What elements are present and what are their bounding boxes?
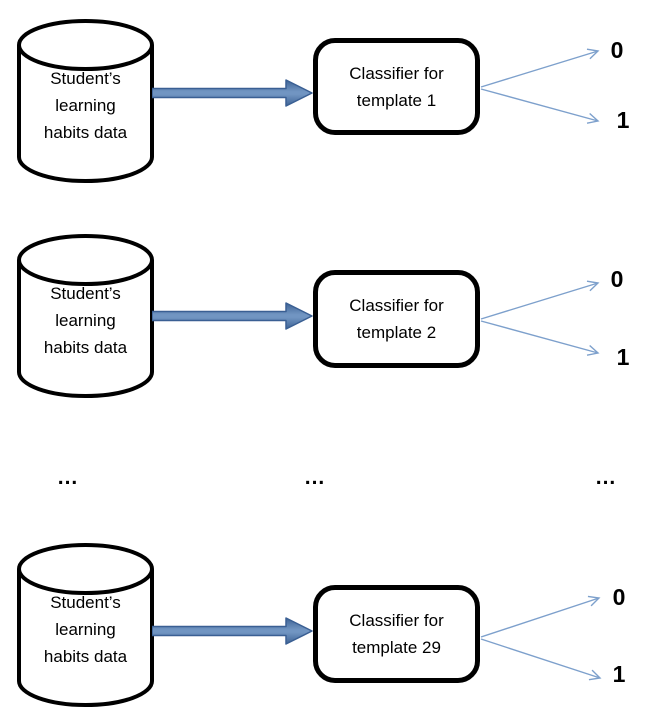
database-label-line: habits data [43,338,128,357]
data-flow-arrow-icon [152,79,313,107]
ellipsis-middle: ... [304,466,326,489]
database-label: Student’s learning habits data [17,65,154,146]
classifier-label-line2: template 29 [352,638,441,657]
output-label-1: 1 [616,344,630,370]
database-label-line: learning [55,311,116,330]
database-icon [17,543,154,707]
database-label-line: habits data [43,123,128,142]
classifier-box: Classifier for template 1 [313,38,480,135]
output-label-0: 0 [610,266,624,292]
classifier-label-line1: Classifier for [349,296,444,315]
database-label-line: Student’s [50,69,121,88]
classifier-box: Classifier for template 2 [313,270,480,368]
classifier-label-line1: Classifier for [349,63,444,83]
database-label: Student’s learning habits data [17,280,154,361]
classifier-label-line2: template 2 [356,323,437,342]
output-branch-arrows-icon [480,595,602,681]
ellipsis-left: ... [57,466,79,489]
database-cylinder: Student’s learning habits data [17,234,154,398]
classifier-label-line1: Classifier for [349,611,444,630]
output-branch-arrows-icon [480,280,600,356]
output-branch-arrows-icon [480,48,600,124]
database-cylinder: Student’s learning habits data [17,19,154,183]
output-label-1: 1 [616,107,630,133]
ellipsis-right: ... [595,466,617,489]
database-label: Student’s learning habits data [17,589,154,670]
data-flow-arrow-icon [152,302,313,330]
classifier-box: Classifier for template 29 [313,585,480,683]
data-flow-arrow-icon [152,617,313,645]
database-label-line: learning [55,620,116,639]
output-label-0: 0 [610,37,624,63]
classifier-label-line2: template 1 [356,90,437,110]
output-label-0: 0 [612,584,626,610]
database-icon [17,19,154,183]
output-label-1: 1 [612,661,626,687]
database-cylinder: Student’s learning habits data [17,543,154,707]
database-label-line: Student’s [50,593,121,612]
database-label-line: habits data [43,647,128,666]
database-icon [17,234,154,398]
database-label-line: learning [55,96,116,115]
database-label-line: Student’s [50,284,121,303]
